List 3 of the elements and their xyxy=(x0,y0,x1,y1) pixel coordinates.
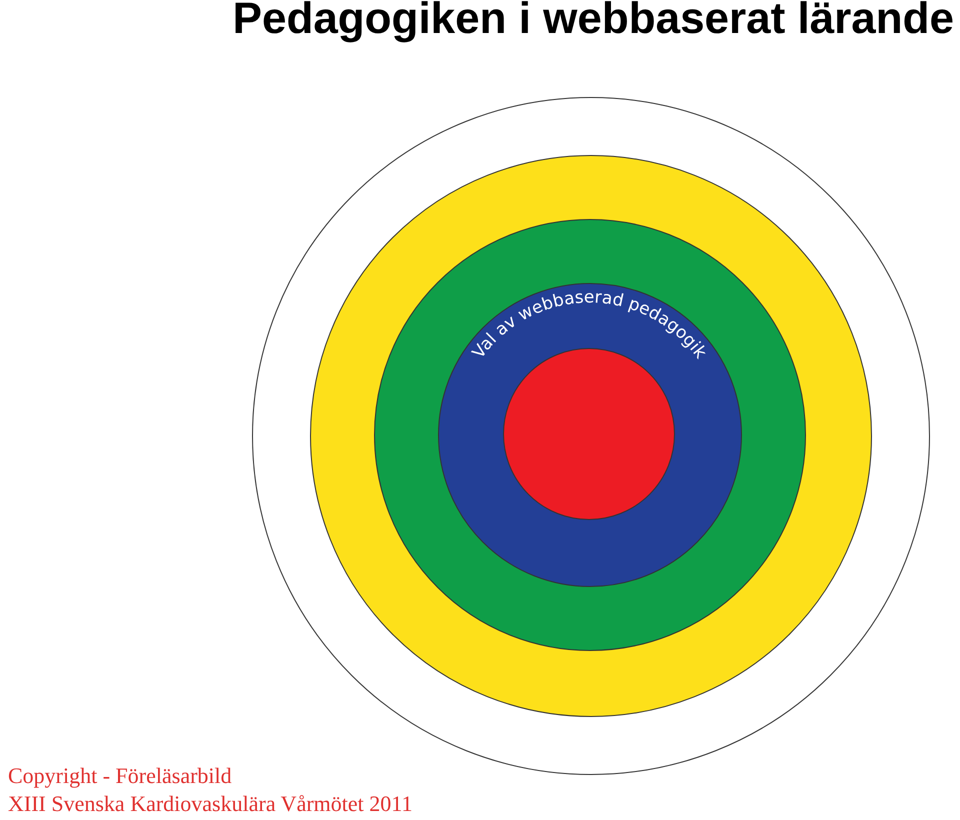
footer-note: XIII Svenska Kardiovaskulära Vårmötet 2011 xyxy=(8,791,412,817)
title: Pedagogiken i webbaserat lärande xyxy=(232,0,954,44)
footer-note: Copyright - Föreläsarbild xyxy=(8,763,232,789)
